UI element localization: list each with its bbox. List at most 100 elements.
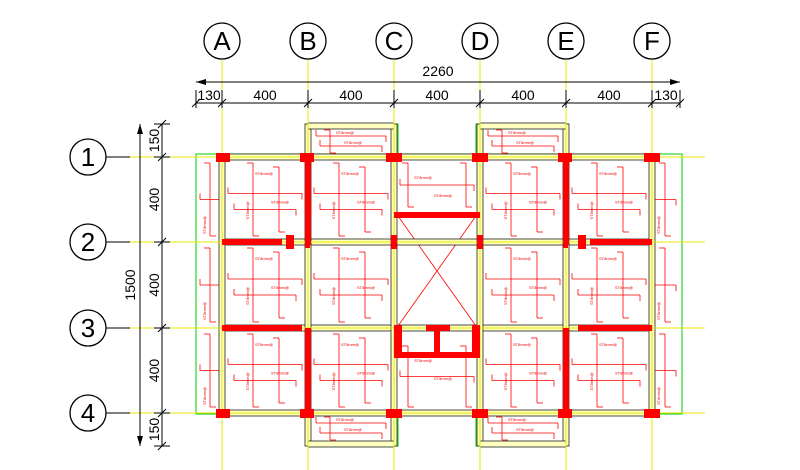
shear-wall — [558, 409, 572, 418]
rebar-label: ST8mm@ — [599, 256, 617, 261]
dimension-bay-width: 130 — [197, 87, 221, 103]
shear-wall — [563, 328, 569, 413]
dimension-arrow — [137, 124, 143, 134]
rebar-label: ST8mm@ — [513, 171, 531, 176]
axis-bubble-d — [461, 22, 499, 60]
rebar-label: ST8mm@ — [615, 285, 633, 290]
dimension-bay-width: 400 — [253, 87, 277, 103]
rebar-label: ST8mm@ — [341, 342, 359, 347]
rebar-label: ST8mm@ — [513, 342, 531, 347]
rebar-label: ST8mm@ — [656, 302, 661, 320]
shear-wall — [578, 325, 652, 331]
shear-wall — [472, 325, 480, 355]
dimension-arrow — [196, 79, 206, 85]
shear-wall — [578, 235, 586, 249]
rebar-label: ST8mm@ — [331, 372, 336, 390]
axis-label-b: B — [299, 26, 316, 56]
shear-wall — [644, 153, 660, 162]
rebar-label: ST8mm@ — [271, 285, 289, 290]
rebar-label: ST8mm@ — [414, 175, 432, 180]
dimension-arrow — [137, 436, 143, 446]
shear-wall — [394, 325, 402, 355]
axis-bubble-b — [289, 22, 327, 60]
axis-label-4: 4 — [81, 398, 95, 428]
shear-wall — [286, 235, 294, 249]
rebar-label: ST8mm@ — [271, 371, 289, 376]
shear-wall — [477, 235, 483, 249]
dimension-bay-height: 400 — [146, 188, 162, 212]
axis-label-2: 2 — [81, 227, 95, 257]
rebar-label: ST8mm@ — [336, 417, 354, 422]
axis-label-d: D — [471, 26, 490, 56]
rebar-label: ST8mm@ — [336, 130, 354, 135]
shear-wall — [472, 153, 488, 162]
gridline-layer — [110, 60, 705, 470]
wall-layer — [216, 153, 660, 418]
dimension-tick — [157, 408, 167, 418]
rebar-layer: ST8mm@ ST8mm@ ST8mm@ ST8mm@ ST8mm@ ST8mm@ ST8m… — [199, 129, 677, 441]
beam — [479, 440, 567, 448]
rebar-label: ST8mm@ — [255, 342, 273, 347]
shear-wall — [472, 409, 488, 418]
rebar-label: ST8mm@ — [357, 371, 375, 376]
dimension-bay-height: 400 — [146, 273, 162, 297]
rebar-label: ST8mm@ — [202, 302, 207, 320]
rebar-label: ST8mm@ — [516, 427, 534, 432]
rebar-label: ST8mm@ — [357, 285, 375, 290]
axis-bubble-a — [203, 22, 241, 60]
shear-wall — [300, 409, 314, 418]
rebar-label: ST8mm@ — [341, 256, 359, 261]
dimension-tick — [389, 98, 399, 108]
rebar-label: ST8mm@ — [615, 200, 633, 205]
axis-bubble-e — [547, 22, 585, 60]
dimension-bay-width: 400 — [597, 87, 621, 103]
rebar-label: ST8mm@ — [255, 171, 273, 176]
dimension-tick — [675, 98, 685, 108]
shear-wall — [386, 153, 402, 162]
axis-label-a: A — [213, 26, 231, 56]
rebar-label: ST8mm@ — [516, 140, 534, 145]
rebar-label: ST8mm@ — [508, 417, 526, 422]
rebar-label: ST8mm@ — [414, 358, 432, 363]
beam — [307, 122, 395, 130]
shear-wall — [305, 157, 311, 245]
dimension-bay-height: 150 — [146, 418, 162, 442]
rebar-label: ST8mm@ — [357, 200, 375, 205]
axis-label-3: 3 — [81, 313, 95, 343]
shear-wall — [216, 409, 230, 418]
dimension-tick — [303, 98, 313, 108]
axis-label-e: E — [557, 26, 574, 56]
rebar-label: ST8mm@ — [255, 256, 273, 261]
dimension-tick — [157, 152, 167, 162]
dimension-bay-width: 400 — [511, 87, 535, 103]
rebar-label: ST8mm@ — [589, 201, 594, 219]
rebar-label: ST8mm@ — [434, 193, 452, 198]
axis-label-f: F — [644, 26, 660, 56]
rebar-label: ST8mm@ — [245, 287, 250, 305]
rebar-label: ST8mm@ — [513, 256, 531, 261]
dimension-bay-width: 400 — [339, 87, 363, 103]
rebar-label: ST8mm@ — [344, 140, 362, 145]
beam — [307, 440, 395, 448]
dimension-total-height: 1500 — [122, 269, 138, 300]
shear-wall — [644, 409, 660, 418]
rebar-label: ST8mm@ — [656, 216, 661, 234]
axis-bubble-f — [633, 22, 671, 60]
rebar-label: ST8mm@ — [656, 387, 661, 405]
beam — [479, 122, 567, 130]
dimension-tick — [647, 98, 657, 108]
shear-wall — [434, 325, 440, 355]
dimension-bay-height: 400 — [146, 359, 162, 383]
rebar-label: ST8mm@ — [202, 216, 207, 234]
rebar-label: ST8mm@ — [615, 371, 633, 376]
rebar-label: ST8mm@ — [202, 387, 207, 405]
shear-wall — [386, 409, 402, 418]
rebar-label: ST8mm@ — [341, 171, 359, 176]
dimension-total-width: 2260 — [422, 63, 453, 79]
dimension-bay-width: 400 — [425, 87, 449, 103]
rebar-label: ST8mm@ — [503, 201, 508, 219]
rebar-label: ST8mm@ — [245, 201, 250, 219]
rebar-label: ST8mm@ — [508, 130, 526, 135]
rebar-label: ST8mm@ — [331, 201, 336, 219]
